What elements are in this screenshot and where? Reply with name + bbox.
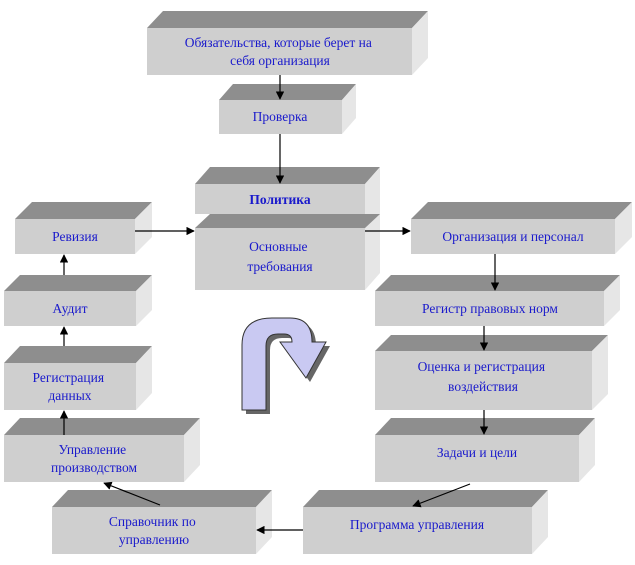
management-program-box: Программа управления [303,490,548,554]
audit-label: Аудит [53,301,88,316]
check-box: Проверка [219,84,356,134]
basic-requirements-line-1: Основные [249,239,307,254]
arrow-tasks-to-program [412,483,471,508]
data-registration-line-1: Регистрация [33,370,105,385]
arrow-handbook-to-production [103,481,161,506]
tasks-goals-label: Задачи и цели [437,445,517,460]
production-management-box: Управление производством [4,418,200,482]
management-handbook-box: Справочник по управлению [52,490,272,554]
basic-requirements-label: Основные требования [247,239,312,274]
impact-assessment-box: Оценка и регистрация воздействия [375,335,608,410]
production-management-line-1: Управление [58,442,126,457]
obligations-box: Обязательства, которые берет на себя орг… [147,11,428,75]
impact-assessment-line-2: воздействия [448,379,518,394]
management-handbook-label: Справочник по управлению [109,514,199,547]
obligations-line-1: Обязательства, которые берет на [185,35,372,50]
organization-personnel-box: Организация и персонал [411,202,632,254]
revision-box: Ревизия [15,202,152,254]
legal-register-box: Регистр правовых норм [375,275,620,326]
management-program-label: Программа управления [350,517,484,532]
revision-label: Ревизия [52,229,98,244]
basic-requirements-line-2: требования [247,259,312,274]
management-handbook-line-2: управлению [119,532,189,547]
impact-assessment-label: Оценка и регистрация воздействия [418,359,549,394]
data-registration-label: Регистрация данных [33,370,108,403]
obligations-line-2: себя организация [230,53,330,68]
policy-block: Политика Основные требования [195,167,380,290]
production-management-label: Управление производством [51,442,137,475]
tasks-goals-box: Задачи и цели [375,418,595,482]
obligations-label: Обязательства, которые берет на себя орг… [185,35,375,68]
production-management-line-2: производством [51,460,137,475]
legal-register-label: Регистр правовых норм [422,301,558,316]
data-registration-box: Регистрация данных [4,346,152,410]
management-handbook-line-1: Справочник по [109,514,196,529]
policy-label: Политика [249,192,310,207]
data-registration-line-2: данных [48,388,91,403]
check-label: Проверка [253,109,308,124]
organization-personnel-label: Организация и персонал [442,229,583,244]
u-turn-arrow-icon [241,317,330,414]
impact-assessment-line-1: Оценка и регистрация [418,359,545,374]
audit-box: Аудит [4,275,152,326]
